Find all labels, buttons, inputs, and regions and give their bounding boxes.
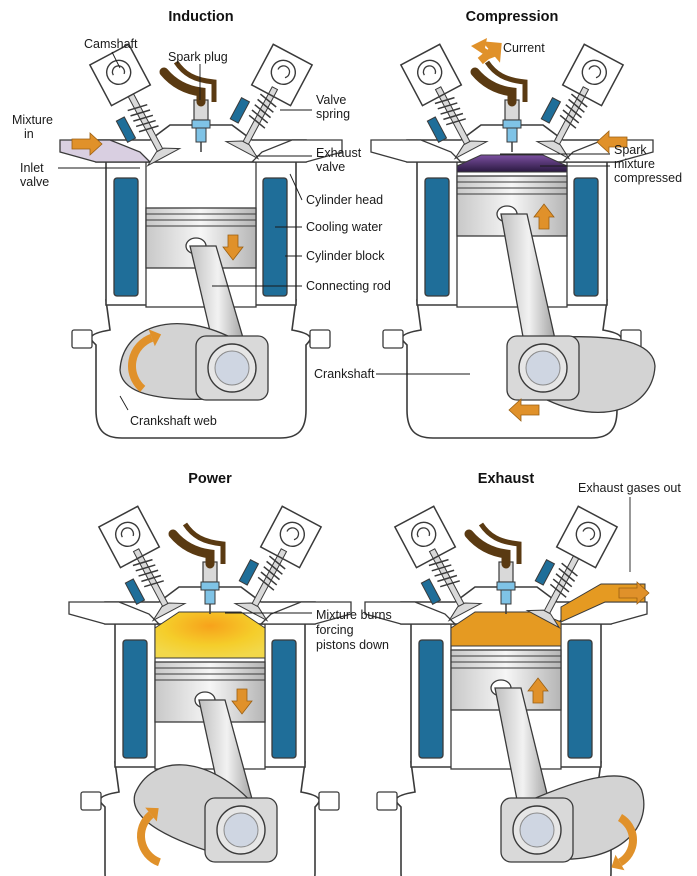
cooling-jacket-right <box>574 178 598 296</box>
label-mixture-in-1: Mixture <box>12 113 53 127</box>
cooling-jacket-right <box>263 178 287 296</box>
inlet-valve-cam <box>407 518 439 550</box>
flange-left <box>383 330 403 348</box>
label-current: Current <box>503 41 545 55</box>
panel-title-power: Power <box>188 471 232 487</box>
cooling-jacket-left <box>114 178 138 296</box>
label-cooling-water: Cooling water <box>306 220 382 234</box>
exhaust-valve-cam <box>578 56 610 88</box>
label-exhaust-gases-out: Exhaust gases out <box>578 481 681 495</box>
label-crankshaft: Crankshaft <box>314 367 375 381</box>
exhaust-valve-water-passage <box>239 560 258 585</box>
label-connecting-rod: Connecting rod <box>306 279 391 293</box>
inlet-valve-water-passage <box>116 117 135 142</box>
label-cylinder-head: Cylinder head <box>306 193 383 207</box>
label-mixture-burns-1: Mixture burns <box>316 608 392 622</box>
label-mixture-burns-3: pistons down <box>316 638 389 652</box>
exhaust-valve-water-passage <box>541 98 560 123</box>
label-spark-mixture-2: mixture <box>614 157 655 171</box>
inlet-valve-water-passage <box>421 579 440 604</box>
exhaust-valve-water-passage <box>230 98 249 123</box>
burning-mixture <box>155 612 265 658</box>
inlet-valve-cam <box>111 518 143 550</box>
label-valve-spring-1: Valve <box>316 93 346 107</box>
flange-left <box>377 792 397 810</box>
label-inlet-valve-2: valve <box>20 175 49 189</box>
panel-title-induction: Induction <box>168 9 233 25</box>
label-spark-plug: Spark plug <box>168 50 228 64</box>
exhaust-valve-cam <box>267 56 299 88</box>
inlet-valve-cam <box>102 56 134 88</box>
panel-title-compression: Compression <box>466 9 559 25</box>
label-inlet-valve-1: Inlet <box>20 161 44 175</box>
label-spark-mixture-1: Spark <box>614 143 647 157</box>
cooling-jacket-left <box>425 178 449 296</box>
exhaust-valve-cam <box>572 518 604 550</box>
exhaust-valve-cam <box>276 518 308 550</box>
panel-induction: Induction <box>60 9 342 438</box>
flange-left <box>81 792 101 810</box>
cooling-jacket-left <box>419 640 443 758</box>
flange-right <box>310 330 330 348</box>
inlet-valve-water-passage <box>427 117 446 142</box>
label-crankshaft-web: Crankshaft web <box>130 414 217 428</box>
label-camshaft: Camshaft <box>84 37 138 51</box>
inlet-valve-water-passage <box>125 579 144 604</box>
cooling-jacket-right <box>568 640 592 758</box>
panel-title-exhaust: Exhaust <box>478 471 535 487</box>
label-mixture-burns-2: forcing <box>316 623 354 637</box>
flange-right <box>319 792 339 810</box>
label-mixture-in-2: in <box>24 127 34 141</box>
panel-power: Power <box>69 471 351 876</box>
cooling-jacket-left <box>123 640 147 758</box>
label-cylinder-block: Cylinder block <box>306 249 385 263</box>
panel-exhaust: Exhaust <box>365 471 657 876</box>
cooling-jacket-right <box>272 640 296 758</box>
label-spark-mixture-3: compressed <box>614 171 682 185</box>
inlet-valve-cam <box>413 56 445 88</box>
exhaust-valve-water-passage <box>535 560 554 585</box>
flange-left <box>72 330 92 348</box>
label-valve-spring-2: spring <box>316 107 350 121</box>
label-exhaust-valve-2: valve <box>316 160 345 174</box>
label-exhaust-valve-1: Exhaust <box>316 146 362 160</box>
